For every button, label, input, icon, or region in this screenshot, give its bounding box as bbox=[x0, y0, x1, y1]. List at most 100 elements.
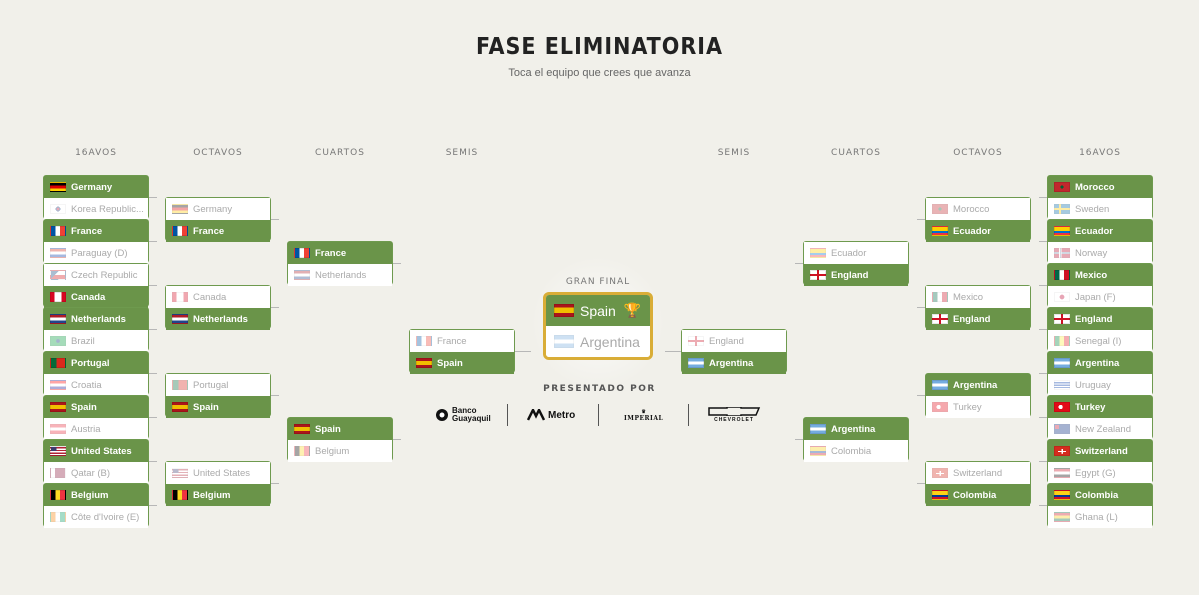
team-option[interactable]: England bbox=[926, 308, 1030, 330]
team-option[interactable]: United States bbox=[166, 462, 270, 484]
bracket-connector bbox=[665, 351, 681, 352]
flag-ar-icon bbox=[932, 380, 948, 390]
flag-ma-icon bbox=[932, 204, 948, 214]
team-option[interactable]: Norway bbox=[1048, 242, 1152, 264]
flag-co-icon bbox=[1054, 490, 1070, 500]
team-name: Argentina bbox=[831, 423, 876, 435]
team-option[interactable]: England bbox=[682, 330, 786, 352]
team-option[interactable]: Morocco bbox=[926, 198, 1030, 220]
team-option[interactable]: Croatia bbox=[44, 374, 148, 396]
team-option[interactable]: Portugal bbox=[44, 352, 148, 374]
team-option[interactable]: France bbox=[288, 242, 392, 264]
team-option[interactable]: England bbox=[804, 264, 908, 286]
team-option[interactable]: Côte d'Ivoire (E) bbox=[44, 506, 148, 528]
team-option[interactable]: Netherlands bbox=[44, 308, 148, 330]
team-option[interactable]: Qatar (B) bbox=[44, 462, 148, 484]
team-option[interactable]: Morocco bbox=[1048, 176, 1152, 198]
team-name: Côte d'Ivoire (E) bbox=[71, 511, 140, 523]
team-option[interactable]: Portugal bbox=[166, 374, 270, 396]
team-option[interactable]: Belgium bbox=[166, 484, 270, 506]
team-option[interactable]: Spain bbox=[44, 396, 148, 418]
final-team-winner[interactable]: Spain 🏆 bbox=[546, 295, 650, 326]
team-option[interactable]: Brazil bbox=[44, 330, 148, 352]
team-name: Spain bbox=[71, 401, 97, 413]
trophy-icon: 🏆 bbox=[623, 302, 642, 318]
team-option[interactable]: Spain bbox=[410, 352, 514, 374]
team-option[interactable]: Colombia bbox=[804, 440, 908, 462]
team-option[interactable]: France bbox=[166, 220, 270, 242]
team-name: Canada bbox=[71, 291, 106, 303]
bracket-connector bbox=[149, 505, 157, 506]
flag-be-icon bbox=[50, 490, 66, 500]
team-option[interactable]: Sweden bbox=[1048, 198, 1152, 220]
team-option[interactable]: Japan (F) bbox=[1048, 286, 1152, 308]
team-option[interactable]: New Zealand bbox=[1048, 418, 1152, 440]
team-option[interactable]: United States bbox=[44, 440, 148, 462]
team-name: New Zealand bbox=[1075, 423, 1131, 435]
team-option[interactable]: Colombia bbox=[926, 484, 1030, 506]
final-team-runner-up[interactable]: Argentina bbox=[546, 326, 650, 357]
team-option[interactable]: Spain bbox=[166, 396, 270, 418]
team-name: Ecuador bbox=[953, 225, 992, 237]
team-option[interactable]: Ecuador bbox=[926, 220, 1030, 242]
team-option[interactable]: Uruguay bbox=[1048, 374, 1152, 396]
team-option[interactable]: England bbox=[1048, 308, 1152, 330]
team-option[interactable]: Argentina bbox=[682, 352, 786, 374]
bracket-connector bbox=[393, 439, 401, 440]
team-option[interactable]: Germany bbox=[44, 176, 148, 198]
team-option[interactable]: Senegal (I) bbox=[1048, 330, 1152, 352]
team-name: Colombia bbox=[953, 489, 997, 501]
team-option[interactable]: Egypt (G) bbox=[1048, 462, 1152, 484]
team-option[interactable]: Argentina bbox=[804, 418, 908, 440]
team-option[interactable]: Germany bbox=[166, 198, 270, 220]
sponsor-imperial: ♛ IMPERIAL bbox=[624, 404, 663, 426]
team-name: Portugal bbox=[193, 379, 229, 391]
bracket-connector bbox=[1039, 373, 1047, 374]
team-option[interactable]: Argentina bbox=[926, 374, 1030, 396]
team-option[interactable]: Austria bbox=[44, 418, 148, 440]
team-option[interactable]: Netherlands bbox=[166, 308, 270, 330]
team-option[interactable]: Belgium bbox=[288, 440, 392, 462]
team-name: United States bbox=[193, 467, 251, 479]
team-option[interactable]: Ghana (L) bbox=[1048, 506, 1152, 528]
team-option[interactable]: Turkey bbox=[1048, 396, 1152, 418]
team-name: Mexico bbox=[953, 291, 984, 303]
flag-ec-icon bbox=[1054, 226, 1070, 236]
flag-argentina-icon bbox=[554, 335, 574, 348]
team-option[interactable]: Belgium bbox=[44, 484, 148, 506]
flag-br-icon bbox=[50, 336, 66, 346]
team-name: England bbox=[1075, 313, 1113, 325]
team-option[interactable]: Argentina bbox=[1048, 352, 1152, 374]
team-option[interactable]: Turkey bbox=[926, 396, 1030, 418]
sponsor-banco-guayaquil: Banco Guayaquil bbox=[435, 404, 492, 426]
team-name: Ecuador bbox=[831, 247, 867, 259]
team-option[interactable]: France bbox=[44, 220, 148, 242]
team-option[interactable]: Mexico bbox=[926, 286, 1030, 308]
team-name: England bbox=[709, 335, 744, 347]
team-option[interactable]: Korea Republic... bbox=[44, 198, 148, 220]
team-option[interactable]: Switzerland bbox=[1048, 440, 1152, 462]
team-option[interactable]: Spain bbox=[288, 418, 392, 440]
team-option[interactable]: Paraguay (D) bbox=[44, 242, 148, 264]
flag-en-icon bbox=[810, 270, 826, 280]
team-option[interactable]: Colombia bbox=[1048, 484, 1152, 506]
team-name: Austria bbox=[71, 423, 101, 435]
bracket-connector bbox=[1039, 505, 1047, 506]
team-option[interactable]: France bbox=[410, 330, 514, 352]
round-label-left-16: 16AVOS bbox=[75, 148, 117, 158]
team-option[interactable]: Ecuador bbox=[804, 242, 908, 264]
team-option[interactable]: Ecuador bbox=[1048, 220, 1152, 242]
metro-logo-icon bbox=[527, 409, 545, 421]
team-name: Japan (F) bbox=[1075, 291, 1116, 303]
team-option[interactable]: Czech Republic bbox=[44, 264, 148, 286]
team-option[interactable]: Switzerland bbox=[926, 462, 1030, 484]
team-option[interactable]: Mexico bbox=[1048, 264, 1152, 286]
team-option[interactable]: Netherlands bbox=[288, 264, 392, 286]
team-option[interactable]: Canada bbox=[44, 286, 148, 308]
team-option[interactable]: Canada bbox=[166, 286, 270, 308]
